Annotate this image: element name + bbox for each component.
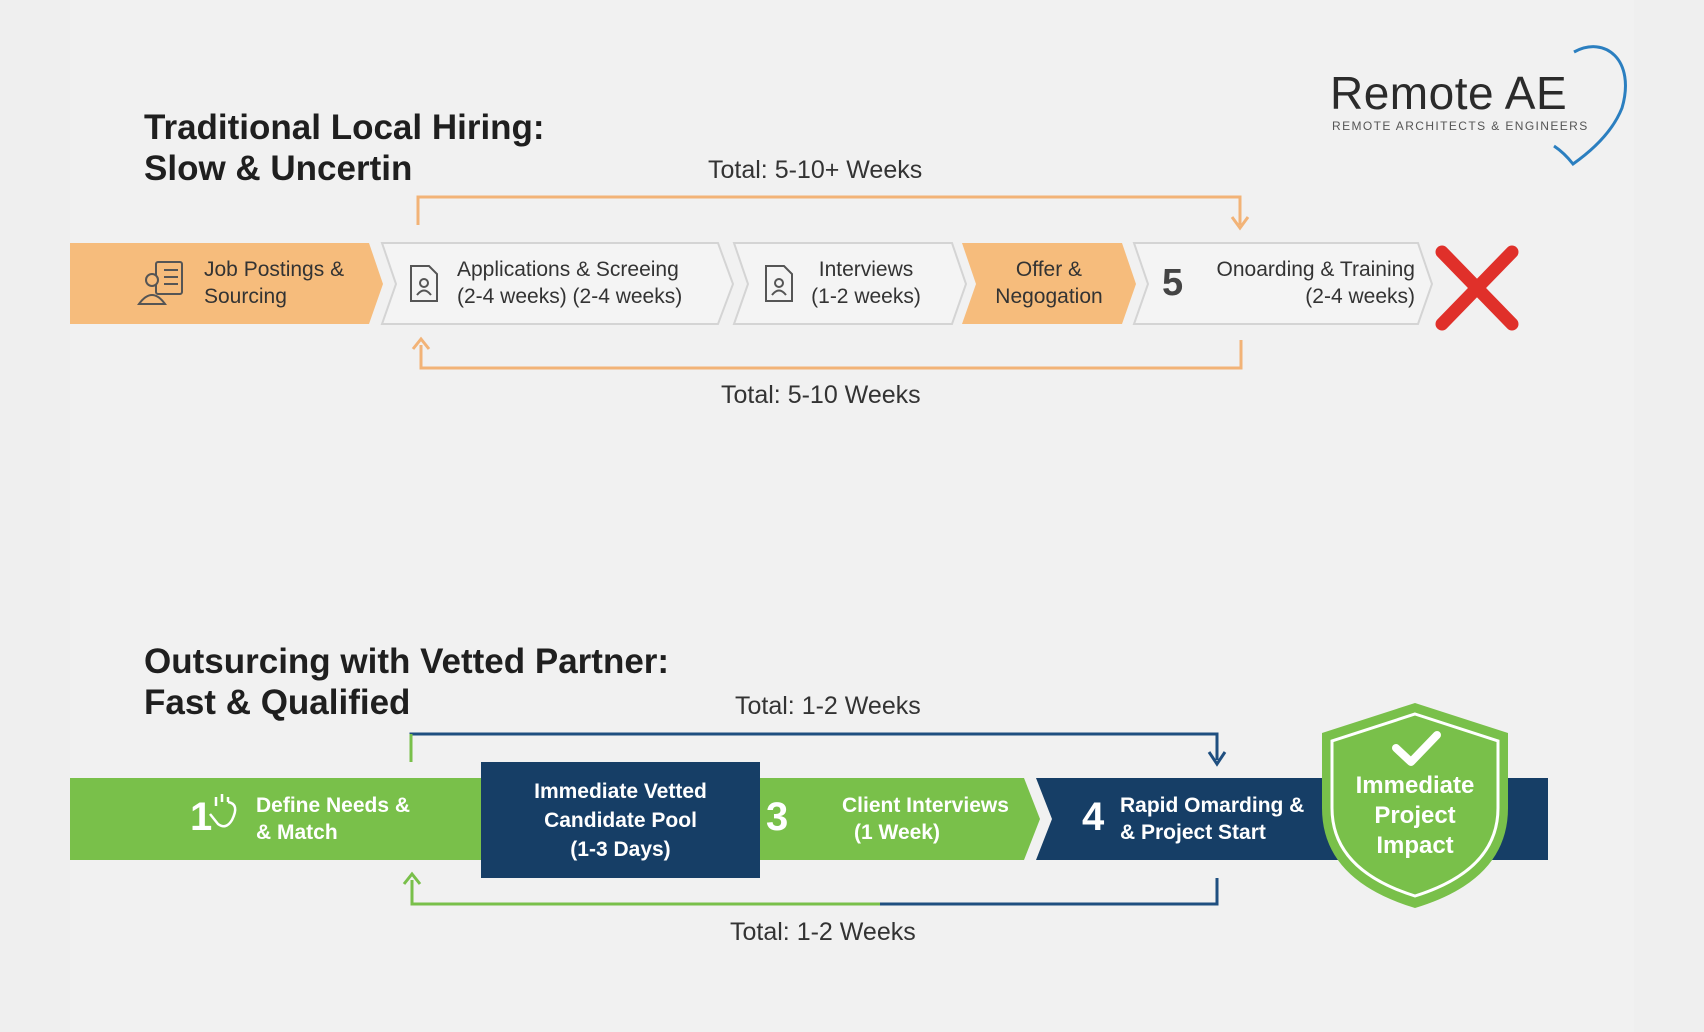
logo-tagline: REMOTE ARCHITECTS & ENGINEERS [1332, 119, 1589, 133]
impact-badge-label: Immediate Project Impact [1330, 771, 1500, 861]
document-person-icon-2 [765, 265, 793, 302]
step-interviews-label: Interviews (1-2 weeks) [806, 256, 926, 310]
step-line: (2-4 weeks) [1305, 285, 1415, 308]
step-line: Applications & Screeing [457, 258, 679, 281]
arrowhead-up-icon [411, 336, 431, 350]
step-job-postings-label: Job Postings & Sourcing [204, 256, 344, 310]
step-line: (1 Week) [854, 821, 940, 844]
outsourcing-title: Outsurcing with Vetted Partner: Fast & Q… [144, 641, 669, 723]
traditional-title-line2: Slow & Uncertin [144, 149, 413, 188]
step-line: (2-4 weeks) (2-4 weeks) [457, 285, 683, 308]
step-1-number: 1 [190, 795, 213, 839]
step-line: Offer & [1015, 258, 1083, 281]
step-line: Interviews [818, 258, 914, 281]
hand-icon [209, 794, 237, 828]
step-5-number: 5 [1162, 262, 1184, 304]
step-line: & Match [256, 821, 338, 844]
step-onboarding-label: Onoarding & Training (2-4 weeks) [1195, 256, 1415, 310]
step-line: Client Interviews [842, 794, 1009, 817]
step-define-needs [70, 778, 482, 860]
step-4-number: 4 [1082, 795, 1105, 839]
step-define-needs-label: Define Needs & & Match [256, 792, 410, 846]
outsourcing-title-line1: Outsurcing with Vetted Partner: [144, 642, 670, 681]
step-client-interviews [760, 778, 1040, 860]
checkmark-icon [1392, 731, 1441, 766]
step-applications [380, 242, 735, 325]
traditional-title-line1: Traditional Local Hiring: [144, 108, 545, 147]
top-bracket-traditional [416, 195, 1242, 225]
bottom-bracket-blue [880, 878, 1219, 906]
badge-line: Immediate [1355, 772, 1475, 799]
arrowhead-down-icon-2 [1207, 751, 1227, 767]
outsourcing-total-top: Total: 1-2 Weeks [735, 692, 921, 720]
traditional-total-top: Total: 5-10+ Weeks [708, 156, 923, 184]
arrowhead-up-icon-2 [402, 871, 422, 885]
step-line: Define Needs & [256, 794, 411, 817]
badge-line: Impact [1376, 832, 1454, 859]
step-line: Candidate Pool [544, 809, 697, 832]
red-x-icon [1435, 245, 1519, 331]
outsourcing-total-bottom: Total: 1-2 Weeks [730, 918, 916, 946]
document-person-icon [410, 265, 438, 302]
badge-line: Project [1374, 802, 1456, 829]
step-line: (1-2 weeks) [811, 285, 921, 308]
outsourcing-title-line2: Fast & Qualified [144, 683, 411, 722]
step-offer-label: Offer & Negogation [982, 256, 1116, 310]
shield-badge [1322, 703, 1508, 908]
step-line: Rapid Omarding & [1120, 794, 1305, 817]
logo-name: Remote AE [1330, 67, 1568, 119]
step-vetted-pool [481, 762, 760, 878]
step-applications-label: Applications & Screeing (2-4 weeks) (2-4… [457, 256, 682, 310]
step-line: Job Postings & [204, 258, 345, 281]
step-line: Immediate Vetted [534, 780, 707, 803]
step-line: Sourcing [204, 285, 287, 308]
step-line: & Project Start [1120, 821, 1266, 844]
step-client-interviews-label: Client Interviews (1 Week) [842, 792, 1009, 846]
traditional-total-bottom: Total: 5-10 Weeks [721, 381, 921, 409]
step-3-number: 3 [766, 795, 789, 839]
step-vetted-pool-label: Immediate Vetted Candidate Pool (1-3 Day… [481, 777, 760, 864]
bottom-bracket-traditional [419, 340, 1243, 370]
traditional-title: Traditional Local Hiring: Slow & Uncerti… [144, 107, 545, 189]
arrowhead-down-icon [1230, 216, 1250, 231]
bottom-bracket-green [410, 880, 880, 906]
step-offer [962, 243, 1136, 324]
step-line: (1-3 Days) [570, 838, 671, 861]
step-line: Onoarding & Training [1216, 258, 1415, 281]
step-interviews [732, 242, 968, 325]
logo-pin-icon [1553, 45, 1627, 167]
resume-person-icon [137, 261, 183, 305]
step-onboarding [1132, 242, 1434, 325]
step-rapid-onboarding-label: Rapid Omarding & & Project Start [1120, 792, 1304, 846]
step-line: Negogation [995, 285, 1103, 308]
